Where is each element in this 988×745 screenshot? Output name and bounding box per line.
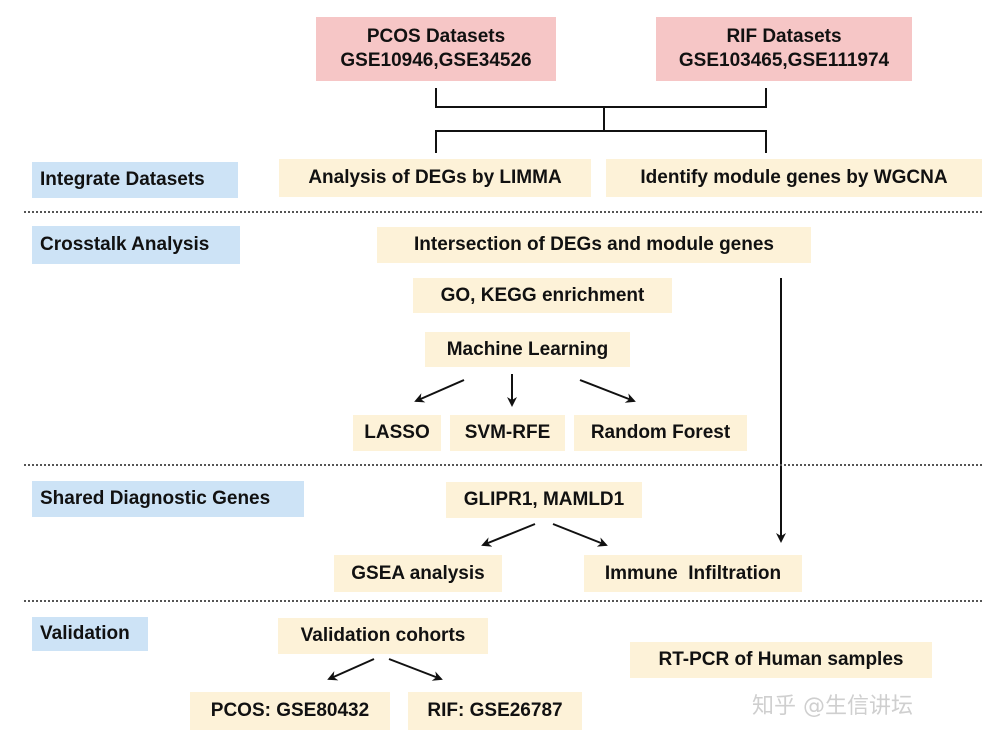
arrow-to-rif-val [388, 658, 443, 681]
arrow-to-rf [579, 379, 636, 403]
pcos-datasets-box: PCOS Datasets GSE10946,GSE34526 [316, 17, 556, 81]
gsea-step: GSEA analysis [334, 555, 502, 592]
intersection-step: Intersection of DEGs and module genes [377, 227, 811, 263]
arrow-to-lasso [414, 379, 465, 403]
random-forest-step: Random Forest [574, 415, 747, 451]
separator-3 [24, 600, 982, 602]
stage-shared-diagnostic-genes: Shared Diagnostic Genes [32, 481, 304, 517]
rt-pcr-step: RT-PCR of Human samples [630, 642, 932, 678]
enrichment-step: GO, KEGG enrichment [413, 278, 672, 313]
arrow-to-immune-from-genes [552, 523, 608, 547]
merge-bracket [435, 88, 767, 108]
svm-rfe-step: SVM-RFE [450, 415, 565, 451]
validation-cohorts-step: Validation cohorts [278, 618, 488, 654]
stage-validation: Validation [32, 617, 148, 651]
pcos-validation-step: PCOS: GSE80432 [190, 692, 390, 730]
lasso-step: LASSO [353, 415, 441, 451]
stage-integrate-datasets: Integrate Datasets [32, 162, 238, 198]
separator-2 [24, 464, 982, 466]
limma-step: Analysis of DEGs by LIMMA [279, 159, 591, 197]
wgcna-step: Identify module genes by WGCNA [606, 159, 982, 197]
separator-1 [24, 211, 982, 213]
rif-datasets-ids: GSE103465,GSE111974 [678, 50, 890, 71]
arrow-to-pcos-val [327, 658, 375, 681]
pcos-datasets-ids: GSE10946,GSE34526 [340, 50, 532, 71]
genes-step: GLIPR1, MAMLD1 [446, 482, 642, 518]
pcos-datasets-title: PCOS Datasets [366, 26, 506, 47]
stage-crosstalk-analysis: Crosstalk Analysis [32, 226, 240, 264]
machine-learning-step: Machine Learning [425, 332, 630, 367]
rif-validation-step: RIF: GSE26787 [408, 692, 582, 730]
arrow-to-gsea [481, 523, 536, 547]
immune-infiltration-step: Immune Infiltration [584, 555, 802, 592]
split-bracket [435, 130, 767, 153]
rif-datasets-box: RIF Datasets GSE103465,GSE111974 [656, 17, 912, 81]
rif-datasets-title: RIF Datasets [726, 26, 842, 47]
watermark: 知乎 @生信讲坛 [752, 694, 913, 719]
